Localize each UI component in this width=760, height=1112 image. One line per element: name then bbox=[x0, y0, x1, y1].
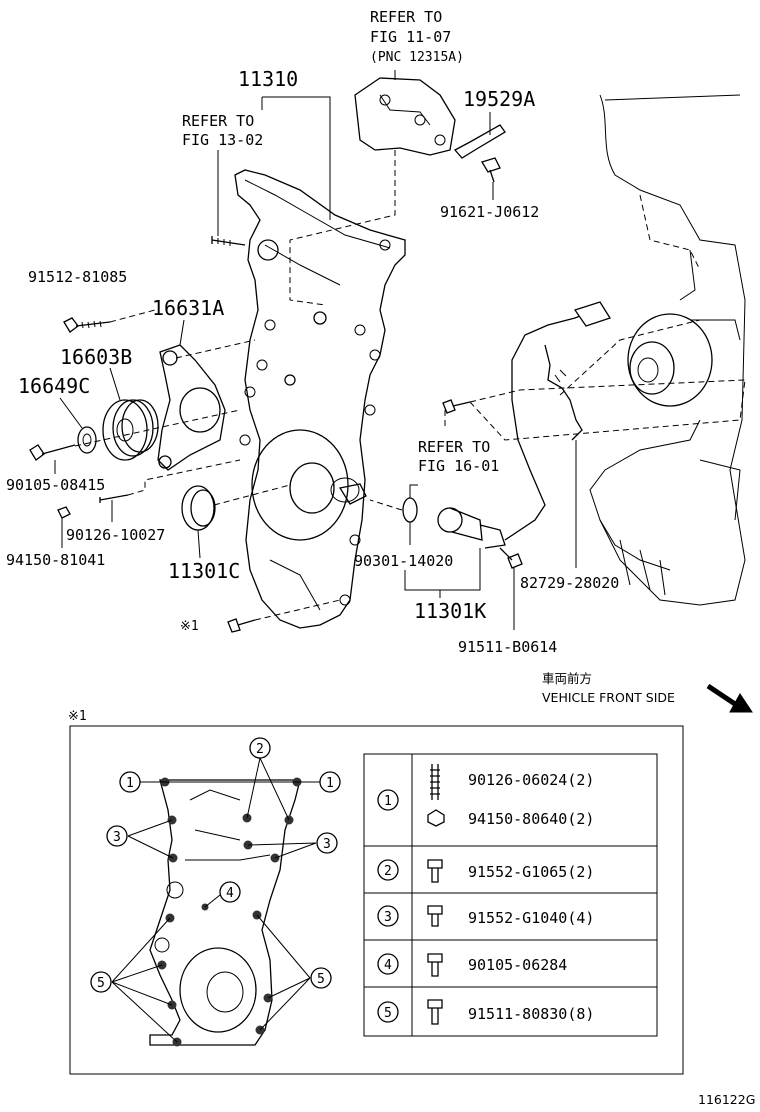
bolt-91621 bbox=[481, 157, 501, 183]
inset-mark: ※1 bbox=[68, 709, 87, 724]
nut-94150 bbox=[57, 506, 71, 519]
ref-fig-16-01-line1: REFER TO bbox=[418, 438, 490, 456]
bolt-icon bbox=[427, 953, 443, 963]
timing-cover bbox=[234, 169, 406, 629]
inset-callout-3b: 3 bbox=[323, 837, 331, 852]
inset-callout-2: 2 bbox=[256, 742, 264, 757]
legend-part-4: 90105-06284 bbox=[468, 956, 567, 974]
idler-bracket-16631a bbox=[157, 344, 226, 471]
engine-mount-bracket bbox=[354, 77, 456, 156]
bolt-fig-16-01 bbox=[442, 399, 471, 414]
inset-callout-5b: 5 bbox=[317, 972, 325, 987]
bolt-icon bbox=[427, 905, 443, 915]
label-90126-10027: 90126-10027 bbox=[66, 526, 165, 544]
figure-id: 116122G bbox=[698, 1092, 755, 1107]
legend-key-4: 4 bbox=[384, 958, 392, 973]
ref-fig-13-02-line2: FIG 13-02 bbox=[182, 131, 263, 149]
label-16603b: 16603B bbox=[60, 345, 132, 369]
legend-key-2: 2 bbox=[384, 864, 392, 879]
bolt-ref-mark bbox=[227, 618, 256, 633]
nut-icon bbox=[427, 809, 445, 827]
legend-part-1b: 94150-80640(2) bbox=[468, 810, 594, 828]
bolt-90105-08415 bbox=[29, 444, 76, 461]
legend-part-3: 91552-G1040(4) bbox=[468, 909, 594, 927]
engine-block bbox=[589, 94, 746, 606]
inset-callout-1a: 1 bbox=[126, 776, 134, 791]
inset-frame bbox=[69, 725, 684, 1075]
label-90105-08415: 90105-08415 bbox=[6, 476, 105, 494]
inset-cover bbox=[149, 779, 301, 1046]
inset-leaders bbox=[111, 757, 330, 1043]
pulley-16603b bbox=[102, 399, 159, 461]
stud-icon bbox=[430, 764, 440, 800]
legend-key-5: 5 bbox=[384, 1006, 392, 1021]
inset-callout-1b: 1 bbox=[326, 776, 334, 791]
label-11301k: 11301K bbox=[414, 599, 486, 623]
oil-seal-11301c bbox=[181, 485, 216, 531]
stud-90126-10027 bbox=[99, 494, 129, 503]
label-82729: 82729-28020 bbox=[520, 574, 619, 592]
leader-lines bbox=[54, 70, 746, 630]
stud-fig-13-02 bbox=[211, 236, 246, 246]
label-90301: 90301-14020 bbox=[354, 552, 453, 570]
label-16649c: 16649C bbox=[18, 374, 90, 398]
ref-fig-11-07-line1: REFER TO bbox=[370, 8, 442, 26]
inset-callout-circles bbox=[90, 737, 341, 993]
label-91512: 91512-81085 bbox=[28, 268, 127, 286]
inset-bolt-points bbox=[157, 777, 302, 1047]
ref-fig-11-07-line2: FIG 11-07 bbox=[370, 28, 451, 46]
crank-sensor-11301k bbox=[437, 507, 506, 549]
bolt-91512 bbox=[63, 317, 111, 333]
label-16631a: 16631A bbox=[152, 296, 224, 320]
inset-callout-5a: 5 bbox=[97, 976, 105, 991]
legend-part-5: 91511-80830(8) bbox=[468, 1005, 594, 1023]
ref-fig-11-07-line3: (PNC 12315A) bbox=[370, 50, 464, 65]
washer-16649c bbox=[77, 426, 97, 454]
legend-part-2: 91552-G1065(2) bbox=[468, 863, 594, 881]
label-11310: 11310 bbox=[238, 67, 298, 91]
bolt-icon bbox=[427, 999, 443, 1009]
inset-callout-3a: 3 bbox=[113, 830, 121, 845]
ref-fig-16-01-line2: FIG 16-01 bbox=[418, 457, 499, 475]
ref-mark-label: ※1 bbox=[180, 619, 199, 634]
label-94150-81041: 94150-81041 bbox=[6, 551, 105, 569]
legend-key-1: 1 bbox=[384, 794, 392, 809]
label-11301c: 11301C bbox=[168, 559, 240, 583]
legend-part-1a: 90126-06024(2) bbox=[468, 771, 594, 789]
bolt-91511-b0614 bbox=[499, 547, 523, 569]
bolt-icon bbox=[427, 859, 443, 869]
label-19529a: 19529A bbox=[463, 87, 535, 111]
orientation-en: VEHICLE FRONT SIDE bbox=[542, 690, 675, 705]
orientation-jp: 車両前方 bbox=[542, 671, 592, 686]
inset-callout-4: 4 bbox=[226, 886, 234, 901]
clip-19529a bbox=[453, 124, 506, 159]
label-91621: 91621-J0612 bbox=[440, 203, 539, 221]
wire-harness-82729 bbox=[504, 301, 611, 541]
label-91511-b0614: 91511-B0614 bbox=[458, 638, 557, 656]
legend-key-3: 3 bbox=[384, 910, 392, 925]
ref-fig-13-02-line1: REFER TO bbox=[182, 112, 254, 130]
front-arrow-shaft bbox=[706, 683, 740, 709]
legend-table bbox=[363, 753, 658, 1037]
o-ring-90301 bbox=[402, 497, 418, 523]
